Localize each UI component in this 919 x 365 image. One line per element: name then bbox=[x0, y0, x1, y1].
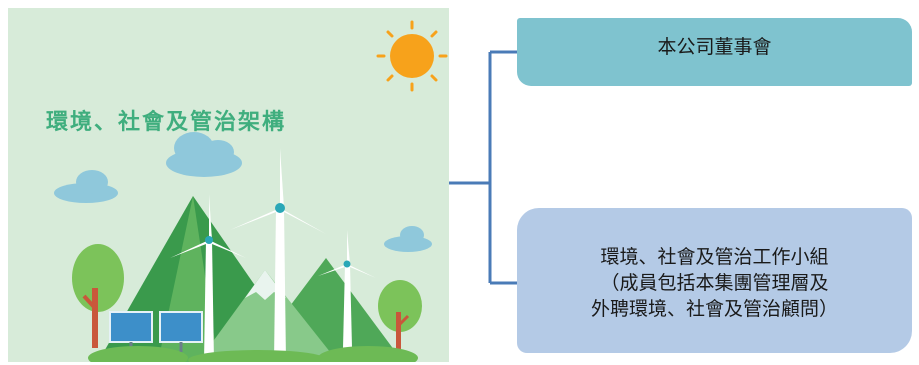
sun-icon bbox=[376, 20, 448, 92]
mountain bbox=[198, 270, 338, 362]
landscape-illustration bbox=[8, 8, 449, 362]
solar-panel-icon bbox=[109, 311, 203, 352]
wind-turbine-icon bbox=[318, 230, 376, 348]
bushes bbox=[88, 346, 418, 362]
working-group-line-2: （成員包括本集團管理層及 bbox=[600, 271, 829, 294]
cloud-icon bbox=[166, 132, 242, 177]
wind-turbine-icon bbox=[230, 148, 326, 362]
esg-illustration: 環境、社會及管治架構 bbox=[8, 8, 449, 362]
board-of-directors-box: 本公司董事會 bbox=[517, 18, 912, 86]
wind-turbine-icon bbox=[170, 194, 246, 362]
board-label: 本公司董事會 bbox=[657, 36, 772, 58]
working-group-line-3: 外聘環境、社會及管治顧問） bbox=[590, 297, 838, 320]
cloud-icon bbox=[384, 226, 432, 252]
tree-icon bbox=[378, 280, 422, 352]
panel-title: 環境、社會及管治架構 bbox=[46, 110, 287, 135]
working-group-line-1: 環境、社會及管治工作小組 bbox=[600, 245, 829, 268]
tree-icon bbox=[72, 244, 124, 348]
esg-working-group-box: 環境、社會及管治工作小組 （成員包括本集團管理層及 外聘環境、社會及管治顧問） bbox=[517, 208, 912, 353]
cloud-icon bbox=[54, 170, 118, 203]
